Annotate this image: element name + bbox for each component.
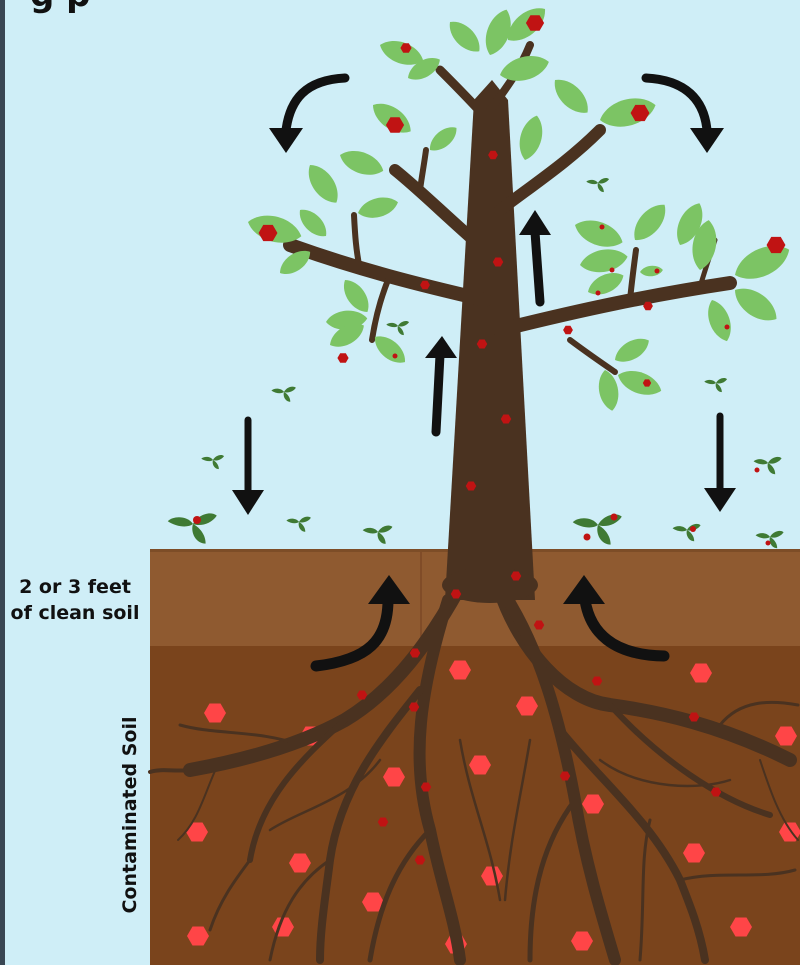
title-fragment: g p (30, 0, 91, 15)
clean-soil-label-line1: 2 or 3 feet (4, 574, 146, 600)
contaminated-soil-label: Contaminated Soil (119, 716, 141, 913)
clean-soil-label-line2: of clean soil (4, 600, 146, 626)
arrow-up-trunk-left (436, 355, 440, 432)
arrow-up-trunk-right (535, 232, 540, 302)
left-edge-bar (0, 0, 5, 965)
clean-soil-label: 2 or 3 feet of clean soil (4, 574, 146, 626)
